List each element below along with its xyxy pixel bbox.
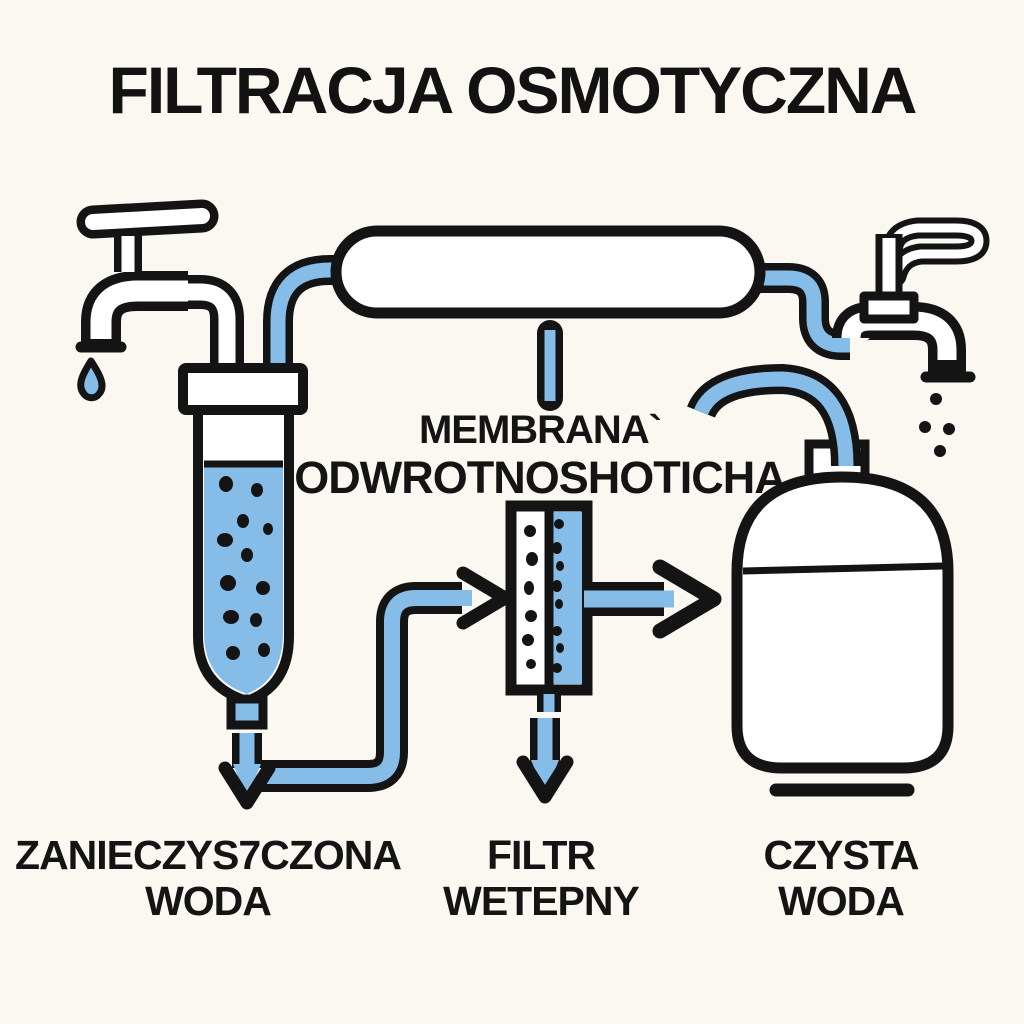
housing-outlet-pipe — [752, 263, 850, 360]
waste-water-arrow — [218, 733, 276, 810]
clean-water-line2: WODA — [778, 878, 905, 925]
pre-filter-line1: FILTR — [486, 832, 596, 878]
contaminated-water-line2: WODA — [145, 878, 272, 925]
membrane-particles — [522, 519, 564, 673]
membrane-label-line2: ODWROTNOSHOTICHA — [294, 451, 786, 503]
water-drop-icon — [77, 357, 106, 402]
right-faucet-icon — [832, 217, 990, 457]
flow-arrowhead-right-icon — [456, 566, 512, 630]
drip-dots — [919, 393, 955, 457]
prefilter-cartridge — [178, 363, 308, 730]
membrane-housing — [330, 225, 766, 319]
cartridge-cap — [178, 363, 308, 415]
pre-filter-label: FILTR WETEPNY — [411, 832, 671, 925]
contaminated-water-label: ZANIECZYS7CZONA WODA — [3, 832, 413, 925]
contaminated-water-line1: ZANIECZYS7CZONA — [15, 832, 402, 878]
flow-arrowhead-down-icon — [516, 755, 574, 804]
clean-water-line1: CZYSTA — [763, 832, 920, 878]
faucet-collar — [859, 291, 919, 324]
diagram-title: FILTRACJA OSMOTYCZNA — [108, 53, 918, 127]
flow-arrowhead-down-icon — [218, 761, 276, 810]
contaminated-water-fill — [204, 464, 283, 694]
storage-tank — [731, 439, 954, 797]
membrane-housing-label: MEMBRANA` ODWROTNOSHOTICHA — [280, 408, 800, 503]
contaminant-dots — [217, 476, 273, 660]
ro-membrane — [505, 500, 593, 696]
tank-inlet-pipe — [687, 363, 861, 467]
prefilter-to-membrane-pipe — [262, 566, 512, 792]
tank-water-line — [742, 562, 944, 575]
cartridge-nozzle — [226, 694, 268, 730]
pre-filter-line2: WETEPNY — [443, 878, 640, 925]
membrane-drain-arrow — [516, 694, 574, 804]
left-faucet-icon — [75, 199, 244, 402]
flow-arrowhead-right-icon — [652, 559, 722, 639]
feed-pipe — [263, 255, 344, 378]
membrane-label-line1: MEMBRANA` — [418, 408, 662, 452]
clean-water-label: CZYSTA WODA — [731, 832, 951, 925]
clean-water-arrow — [584, 559, 722, 639]
